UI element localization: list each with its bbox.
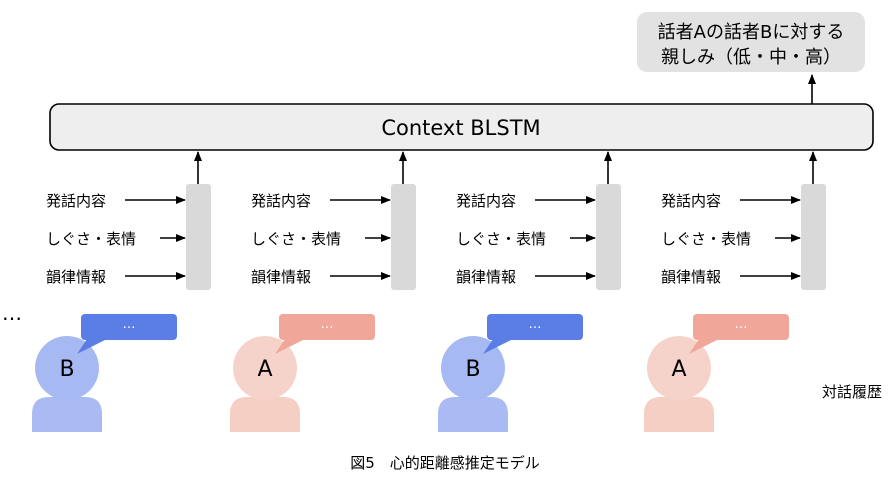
speech-bubble-tail	[77, 339, 107, 354]
context-blstm-label: Context BLSTM	[381, 116, 540, 140]
speaker-letter: A	[671, 357, 686, 382]
utterance-encoder	[801, 184, 826, 290]
feature-label: しぐさ・表情	[661, 230, 751, 248]
speech-bubble	[693, 314, 789, 340]
speaker: B…	[32, 314, 177, 432]
feature-label: 韻律情報	[661, 268, 721, 286]
context-blstm-box	[49, 103, 874, 151]
speech-bubble	[279, 314, 375, 340]
feature-label: 韻律情報	[46, 268, 106, 286]
speech-bubble-dots: …	[529, 317, 542, 332]
speaker: B…	[438, 314, 583, 432]
speaker: A…	[230, 314, 375, 432]
feature-label: 発話内容	[661, 192, 721, 210]
history-ellipsis: …	[2, 301, 22, 325]
speech-bubble-dots: …	[321, 317, 334, 332]
utterance-encoder	[596, 184, 621, 290]
person-head	[441, 336, 505, 400]
speech-bubble	[81, 314, 177, 340]
person-body	[32, 397, 102, 432]
output-box	[637, 12, 865, 72]
feature-label: 発話内容	[456, 192, 516, 210]
feature-label: しぐさ・表情	[251, 230, 341, 248]
figure-caption: 図5 心的距離感推定モデル	[350, 454, 540, 472]
speech-bubble-tail	[483, 339, 513, 354]
speakers: B…A…B…A…	[32, 314, 789, 432]
feature-label: 韻律情報	[456, 268, 516, 286]
person-body	[230, 397, 300, 432]
output-label-line2: 親しみ（低・中・高）	[661, 47, 841, 68]
speech-bubble-dots: …	[123, 317, 136, 332]
feature-groups: 発話内容しぐさ・表情韻律情報発話内容しぐさ・表情韻律情報発話内容しぐさ・表情韻律…	[46, 151, 826, 290]
speech-bubble-dots: …	[735, 317, 748, 332]
speaker-letter: A	[257, 357, 272, 382]
person-head	[647, 336, 711, 400]
feature-label: 発話内容	[46, 192, 106, 210]
feature-label: 韻律情報	[251, 268, 311, 286]
speech-bubble	[487, 314, 583, 340]
feature-label: しぐさ・表情	[46, 230, 136, 248]
utterance-encoder	[391, 184, 416, 290]
feature-label: しぐさ・表情	[456, 230, 546, 248]
output-label-line1: 話者Aの話者Bに対する	[658, 22, 845, 43]
person-body	[644, 397, 714, 432]
dialogue-history-label: 対話履歴	[822, 383, 882, 401]
speaker: A…	[644, 314, 789, 432]
person-head	[35, 336, 99, 400]
person-body	[438, 397, 508, 432]
feature-label: 発話内容	[251, 192, 311, 210]
speaker-letter: B	[59, 357, 74, 382]
utterance-encoder	[186, 184, 211, 290]
speaker-letter: B	[465, 357, 480, 382]
speech-bubble-tail	[275, 339, 305, 354]
person-head	[233, 336, 297, 400]
speech-bubble-tail	[689, 339, 719, 354]
